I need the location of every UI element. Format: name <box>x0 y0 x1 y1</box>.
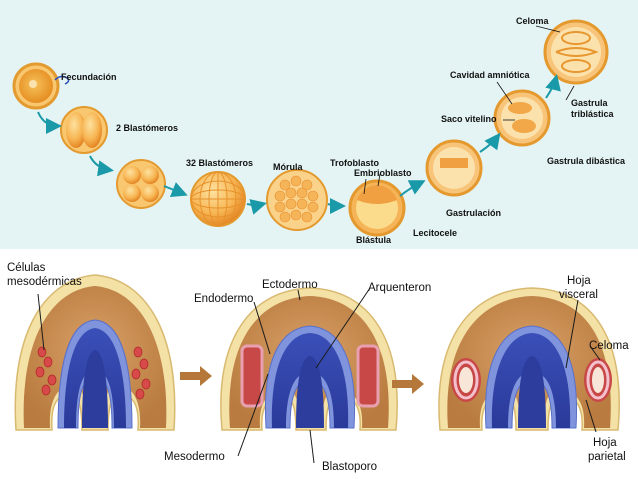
label-hoja-visceral-1: Hoja <box>567 275 591 287</box>
arrow-1-to-2 <box>180 366 212 386</box>
zygote-cell <box>12 62 70 110</box>
label-hoja-parietal-1: Hoja <box>593 437 617 449</box>
embryo-stage-2 <box>220 287 398 431</box>
coelom-right <box>584 358 612 402</box>
label-arquenteron: Arquenteron <box>368 282 431 294</box>
triblastic-gastrula <box>543 19 609 85</box>
bottom-leader-lines <box>37 287 601 464</box>
label-32-blastomeros: 32 Blastómeros <box>186 158 253 168</box>
embryo-stage-1 <box>14 274 176 431</box>
arrow-2-to-3 <box>392 374 424 394</box>
top-leader-lines <box>363 25 575 195</box>
label-hoja-visceral-2: visceral <box>559 289 598 301</box>
label-trofoblasto: Trofoblasto <box>330 158 380 168</box>
thirty-two-cell-stage <box>190 171 246 227</box>
mesoderm-right <box>356 344 380 408</box>
label-gastrulacion: Gastrulación <box>446 208 501 218</box>
embryo-stage-3 <box>438 287 620 431</box>
label-mesodermo: Mesodermo <box>164 451 225 463</box>
label-blastoporo: Blastoporo <box>322 461 377 473</box>
two-cell-stage <box>60 106 108 154</box>
label-saco-vitelino: Saco vitelino <box>441 114 497 124</box>
label-ectodermo: Ectodermo <box>262 279 318 291</box>
label-2-blastomeros: 2 Blastómeros <box>116 123 178 133</box>
label-lecitocele: Lecitocele <box>413 228 457 238</box>
label-hoja-parietal-2: parietal <box>588 451 626 463</box>
coelom-left <box>451 358 481 402</box>
label-celulas: Células <box>7 262 46 274</box>
label-embrioblasto: Embrioblasto <box>354 168 412 178</box>
diblastic-gastrula <box>493 89 551 147</box>
label-gastrula-triblastica-1: Gastrula <box>571 98 609 108</box>
label-fecundacion: Fecundación <box>61 72 117 82</box>
stage-arrows <box>37 74 561 215</box>
label-gastrula-dibastica: Gastrula dibástica <box>547 156 626 166</box>
label-mesodermicas: mesodérmicas <box>7 276 82 288</box>
label-celoma-top: Celoma <box>516 16 550 26</box>
gastrulation-stage <box>425 139 483 197</box>
mesoderm-left <box>240 344 264 408</box>
label-blastula: Blástula <box>356 235 392 245</box>
label-gastrula-triblastica-2: triblástica <box>571 109 615 119</box>
label-endodermo: Endodermo <box>194 293 253 305</box>
morula <box>266 169 328 231</box>
label-celoma: Celoma <box>589 340 629 352</box>
label-cavidad-amniotica: Cavidad amniótica <box>450 70 531 80</box>
label-morula: Mórula <box>273 162 303 172</box>
four-cell-stage <box>116 159 166 209</box>
blastula <box>348 179 406 237</box>
bottom-arrows <box>180 366 424 394</box>
